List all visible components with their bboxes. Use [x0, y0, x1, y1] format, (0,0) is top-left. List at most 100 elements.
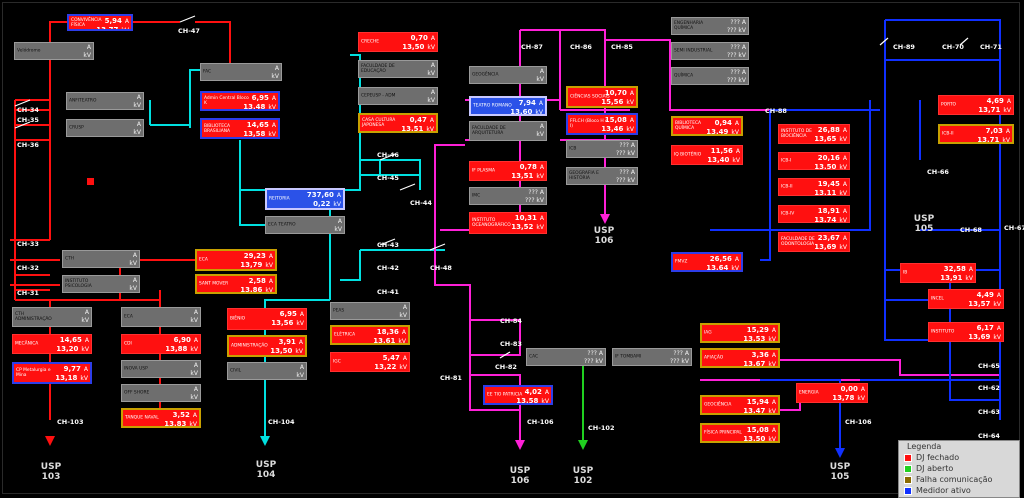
meter-box[interactable]: QUÍMICA??? A??? kV [671, 67, 749, 85]
switch-ch-70[interactable]: CH-70 [942, 43, 964, 51]
switch-ch-88[interactable]: CH-88 [765, 107, 787, 115]
switch-ch-41[interactable]: CH-41 [377, 288, 399, 296]
switch-ch-47[interactable]: CH-47 [178, 27, 200, 35]
meter-box[interactable]: CAC??? A??? kV [526, 348, 606, 366]
switch-ch-42[interactable]: CH-42 [377, 264, 399, 272]
meter-box[interactable]: IF TOMBAMI??? A??? kV [612, 348, 692, 366]
switch-ch-68[interactable]: CH-68 [960, 226, 982, 234]
switch-ch-86[interactable]: CH-86 [570, 43, 592, 51]
switch-ch-82[interactable]: CH-82 [495, 363, 517, 371]
switch-ch-67[interactable]: CH-67 [1004, 224, 1024, 232]
meter-box[interactable]: IMC??? A??? kV [469, 187, 547, 205]
switch-ch-89[interactable]: CH-89 [893, 43, 915, 51]
meter-box[interactable]: ICB??? A??? kV [566, 140, 638, 158]
meter-box[interactable]: GEOGRAFIA E HISTÓRIA??? A??? kV [566, 167, 638, 185]
switch-ch-83[interactable]: CH-83 [500, 340, 522, 348]
switch-ch-31[interactable]: CH-31 [17, 289, 39, 297]
switch-ch-64[interactable]: CH-64 [978, 432, 1000, 440]
switch-ch-102[interactable]: CH-102 [588, 424, 615, 432]
switch-ch-36[interactable]: CH-36 [17, 141, 39, 149]
switch-ch-33[interactable]: CH-33 [17, 240, 39, 248]
switch-ch-103[interactable]: CH-103 [57, 418, 84, 426]
switch-ch-34[interactable]: CH-34 [17, 106, 39, 114]
switch-ch-85[interactable]: CH-85 [611, 43, 633, 51]
switch-ch-43[interactable]: CH-43 [377, 241, 399, 249]
switch-ch-46[interactable]: CH-46 [377, 151, 399, 159]
meter-box[interactable]: ENGENHARIA QUÍMICA??? A??? kV [671, 17, 749, 35]
switch-ch-48[interactable]: CH-48 [430, 264, 452, 272]
switch-ch-87[interactable]: CH-87 [521, 43, 543, 51]
meter-box[interactable]: SEMI INDUSTRIAL??? A??? kV [671, 42, 749, 60]
switch-ch-44[interactable]: CH-44 [410, 199, 432, 207]
switch-ch-84[interactable]: CH-84 [500, 317, 522, 325]
switch-ch-106-a[interactable]: CH-106 [527, 418, 554, 426]
switch-ch-106-b[interactable]: CH-106 [845, 418, 872, 426]
switch-ch-32[interactable]: CH-32 [17, 264, 39, 272]
switch-ch-71[interactable]: CH-71 [980, 43, 1002, 51]
switch-ch-45[interactable]: CH-45 [377, 174, 399, 182]
switch-ch-66[interactable]: CH-66 [927, 168, 949, 176]
switch-ch-62[interactable]: CH-62 [978, 384, 1000, 392]
switch-ch-81[interactable]: CH-81 [440, 374, 462, 382]
